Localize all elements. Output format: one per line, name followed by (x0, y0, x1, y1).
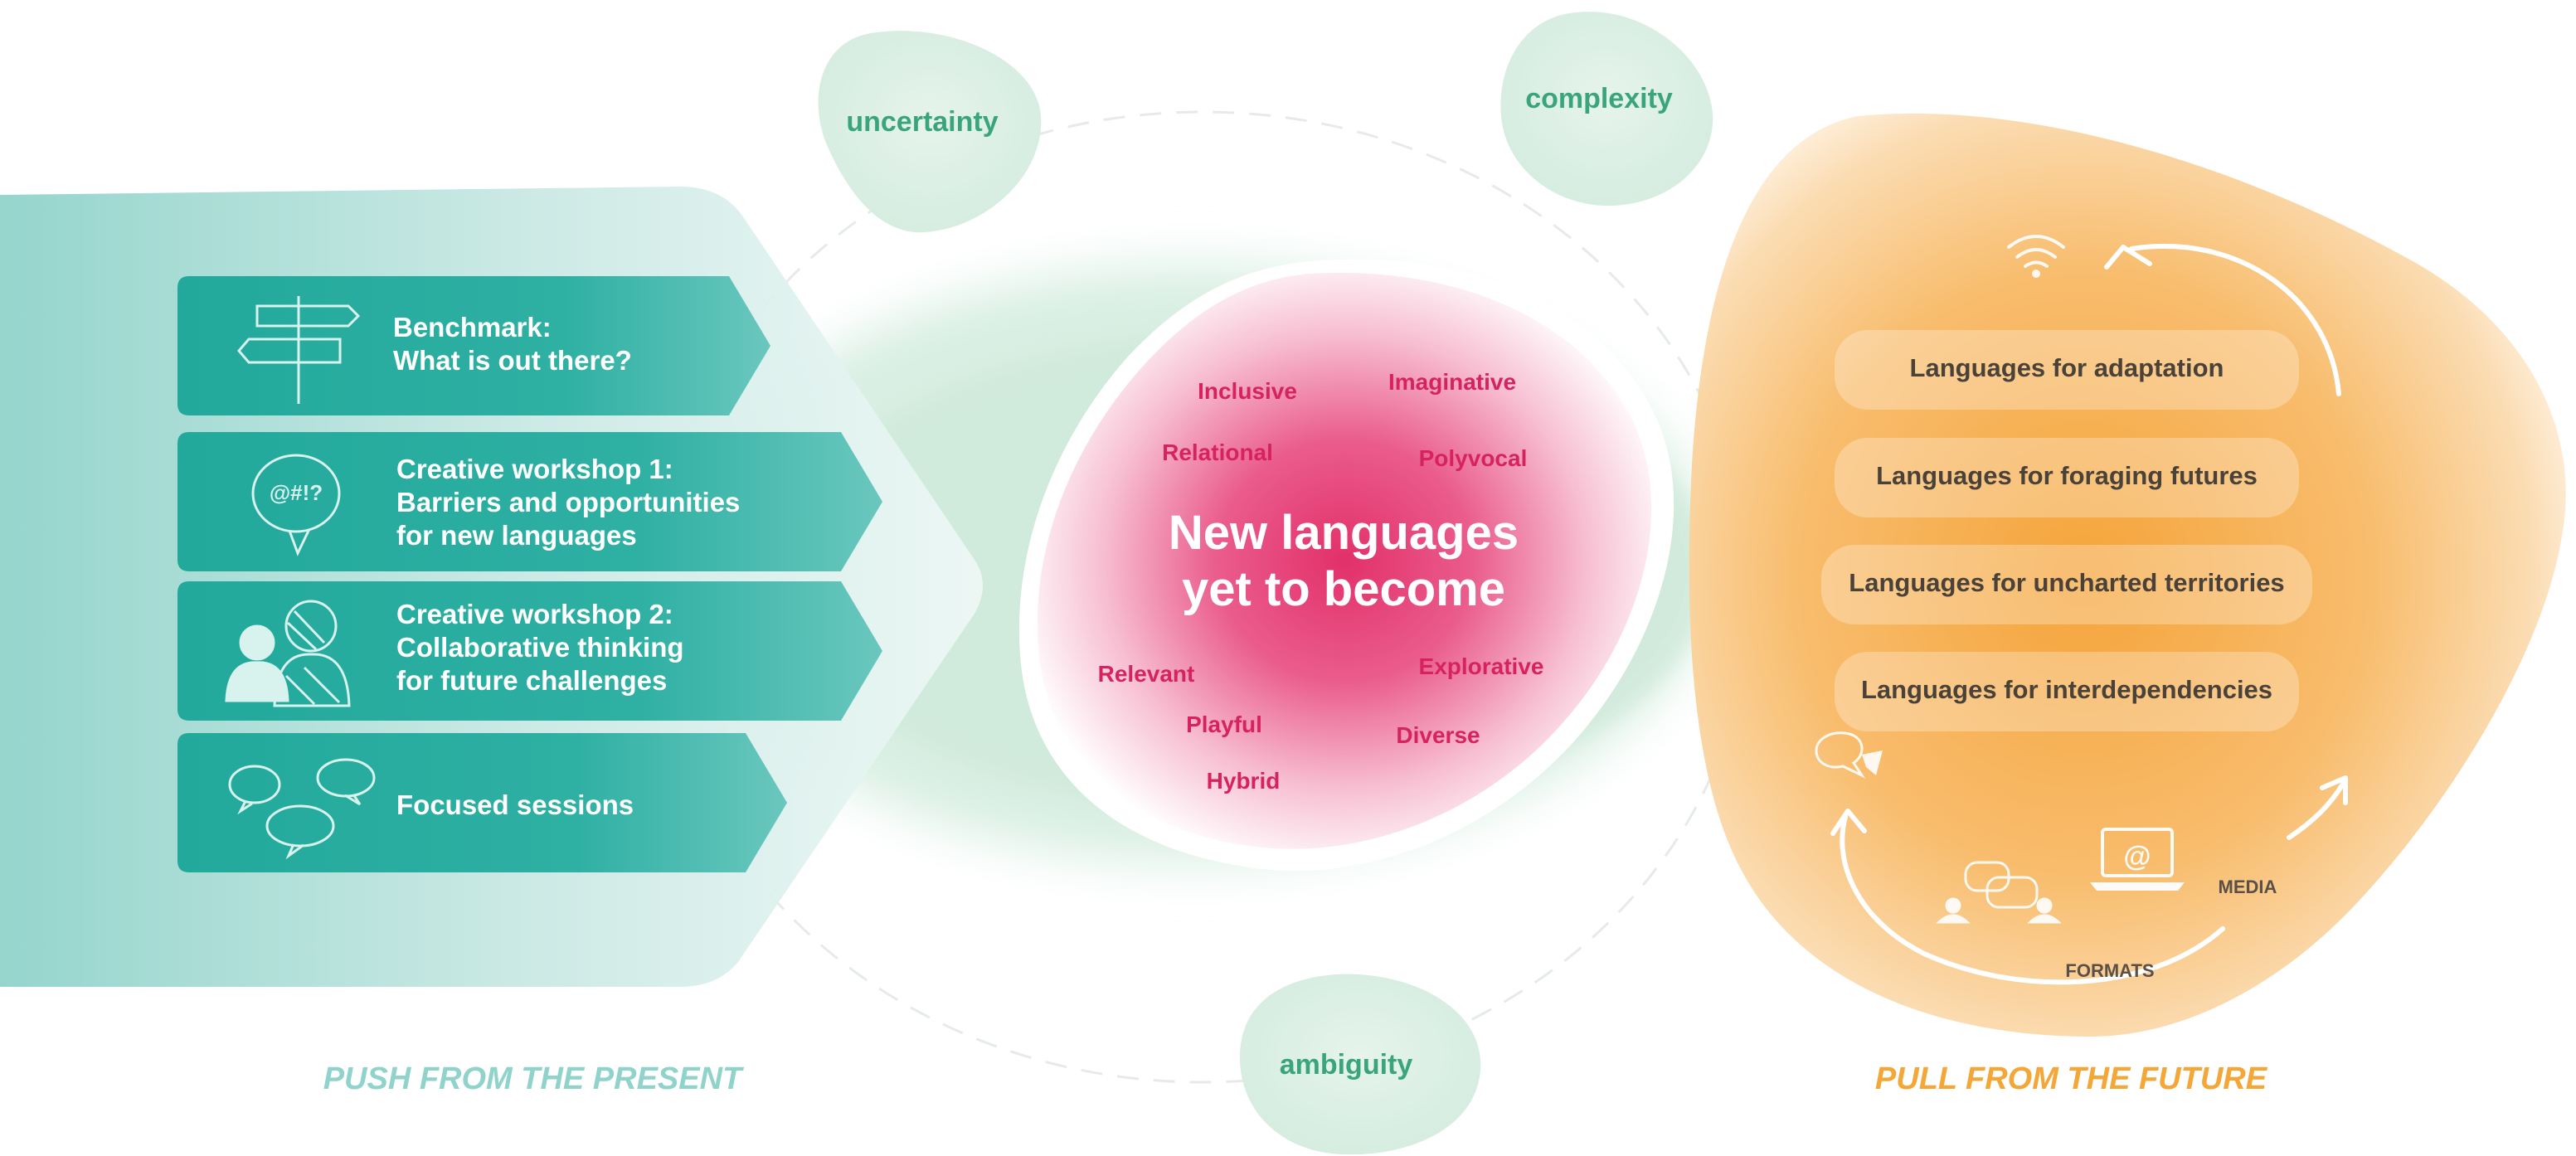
step-card: @#!? Creative workshop 1:Barriers and opp… (177, 432, 882, 571)
attribute-label: Inclusive (1198, 378, 1297, 404)
tension-label: ambiguity (1280, 1049, 1413, 1081)
language-pill (1835, 652, 2299, 731)
cycle-label-formats: FORMATS (2065, 960, 2154, 981)
arrow-bottom (1840, 814, 2225, 985)
step-chevron (177, 276, 770, 415)
present-steps: Benchmark:What is out there? @#!? Creativ… (177, 276, 882, 872)
tension-complexity: complexity (1500, 12, 1713, 206)
step-label-line: Benchmark: (393, 312, 552, 342)
speech-bubble-icon: @#!? (251, 454, 341, 556)
attribute-label: Relevant (1098, 661, 1195, 687)
attribute-label: Explorative (1419, 653, 1544, 679)
svg-text:@: @ (2123, 841, 2151, 872)
cycle-label-media: MEDIA (2219, 877, 2277, 897)
tension-ambiguity: ambiguity (1240, 974, 1481, 1155)
tension-label: uncertainty (846, 106, 998, 138)
attribute-label: Relational (1162, 440, 1273, 465)
core-title-line: yet to become (1182, 562, 1505, 616)
attribute-label: Playful (1186, 712, 1262, 737)
arrowhead (2320, 775, 2348, 805)
arrow-top (2129, 243, 2341, 396)
attribute-label: Hybrid (1207, 768, 1281, 794)
push-footer: PUSH FROM THE PRESENT (323, 1061, 744, 1096)
step-card: Benchmark:What is out there? (177, 276, 770, 415)
chat-outline-icon (1815, 731, 1883, 779)
wifi-icon (2007, 235, 2065, 278)
step-label-line: for new languages (396, 520, 637, 551)
chat-bubbles-icon (228, 758, 376, 860)
pull-footer: PULL FROM THE FUTURE (1875, 1061, 2268, 1096)
laptop-at-icon: @ (2090, 828, 2185, 891)
language-pill (1835, 330, 2299, 410)
step-card: Focused sessions (177, 733, 787, 872)
arrowhead (1830, 809, 1867, 836)
step-label-line: Focused sessions (396, 789, 634, 820)
step-label-line: What is out there? (393, 345, 632, 376)
tension-uncertainty: uncertainty (818, 31, 1042, 233)
arrowhead (2104, 245, 2152, 270)
step-card: Creative workshop 2:Collaborative thinki… (177, 581, 882, 721)
signpost-icon (237, 296, 361, 404)
future-blob (1689, 113, 2566, 1037)
future-languages: Languages for adaptation Languages for f… (1821, 330, 2312, 731)
language-label: Languages for interdependencies (1861, 675, 2272, 704)
language-label: Languages for uncharted territories (1849, 568, 2284, 597)
step-label-line: Creative workshop 2: (396, 599, 673, 629)
svg-text:@#!?: @#!? (270, 480, 323, 505)
step-label-line: Barriers and opportunities (396, 487, 740, 517)
language-pill (1821, 545, 2312, 624)
cycle-arrows (1830, 243, 2348, 985)
attribute-label: Diverse (1396, 722, 1480, 748)
arrow-right (2287, 781, 2345, 840)
attribute-label: Imaginative (1388, 369, 1516, 395)
language-label: Languages for adaptation (1910, 353, 2224, 382)
step-chevron (177, 733, 787, 872)
conversation-icon (1936, 861, 2062, 924)
language-pill (1835, 438, 2299, 517)
language-label: Languages for foraging futures (1876, 461, 2258, 490)
step-label-line: Collaborative thinking (396, 632, 684, 663)
step-label-line: Creative workshop 1: (396, 454, 673, 484)
core-title-line: New languages (1169, 506, 1519, 560)
people-icon (225, 600, 351, 707)
step-label-line: for future challenges (396, 665, 667, 696)
tension-label: complexity (1525, 83, 1673, 114)
attribute-label: Polyvocal (1419, 445, 1528, 471)
step-chevron (177, 581, 882, 721)
core-blob (1018, 259, 1674, 872)
core-text: New languages yet to become Inclusive Im… (1098, 369, 1544, 794)
step-chevron (177, 432, 882, 571)
